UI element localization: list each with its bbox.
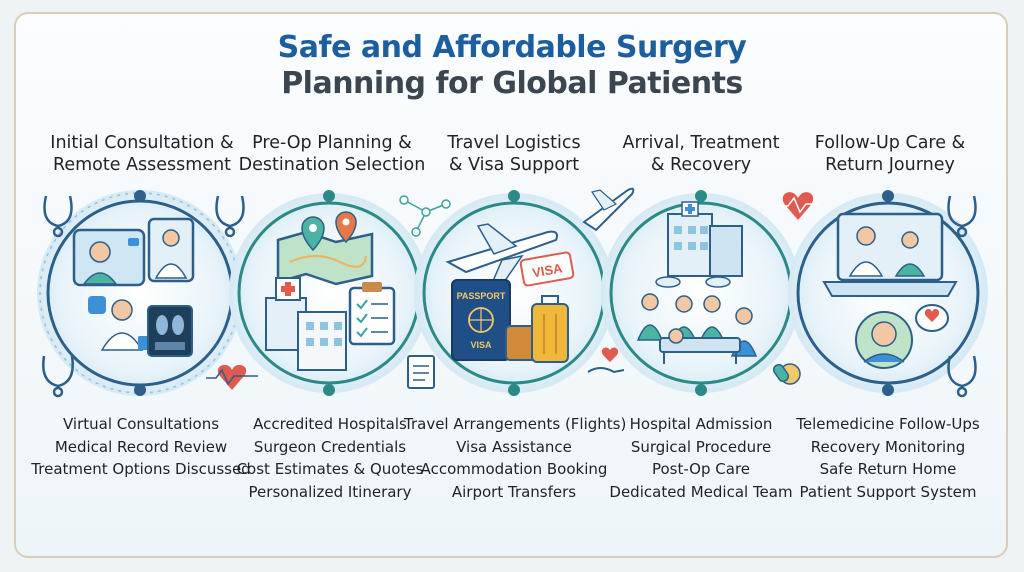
laptop-icon bbox=[822, 212, 958, 297]
phone-icon bbox=[88, 296, 106, 314]
step-4-feature-3: Post-Op Care bbox=[651, 460, 751, 478]
step-3-title: Travel Logistics & Visa Support bbox=[414, 132, 614, 176]
step-1-title-line-2: Remote Assessment bbox=[52, 155, 232, 175]
x-ray-icon bbox=[147, 305, 193, 357]
step-1-title-line-1: Initial Consultation & bbox=[50, 133, 234, 153]
step-5-feature-3: Safe Return Home bbox=[819, 460, 957, 478]
step-1-title: Initial Consultation & Remote Assessment bbox=[42, 132, 242, 176]
step-1-feature-1: Virtual Consultations bbox=[62, 415, 220, 433]
step-2-title-line-1: Pre-Op Planning & bbox=[252, 133, 412, 153]
step-4-circle bbox=[601, 190, 801, 396]
step-3-features: Travel Arrangements (Flights) Visa Assis… bbox=[404, 413, 627, 503]
step-1-feature-3: Treatment Options Discussed bbox=[31, 460, 251, 478]
step-2-feature-3: Cost Estimates & Quotes bbox=[236, 460, 424, 478]
document-icon bbox=[407, 355, 435, 389]
step-4-title-line-2: & Recovery bbox=[650, 155, 752, 175]
step-4-title: Arrival, Treatment & Recovery bbox=[601, 132, 801, 176]
step-2-feature-4: Personalized Itinerary bbox=[248, 482, 412, 501]
step-5-title-line-2: Return Journey bbox=[825, 155, 955, 175]
hospital-bed-icon bbox=[659, 328, 741, 364]
step-1-features: Virtual Consultations Medical Record Rev… bbox=[31, 413, 251, 481]
heart-bubble-icon bbox=[915, 304, 949, 332]
step-4-features: Hospital Admission Surgical Procedure Po… bbox=[591, 413, 811, 503]
title-line-1: Safe and Affordable Surgery bbox=[277, 30, 747, 65]
step-5-feature-1: Telemedicine Follow-Ups bbox=[796, 415, 980, 433]
step-3-title-line-1: Travel Logistics bbox=[447, 133, 581, 153]
step-2-circle bbox=[229, 190, 429, 396]
luggage-icon bbox=[505, 295, 569, 363]
step-1-circle bbox=[37, 190, 243, 396]
patient-icon bbox=[855, 311, 913, 369]
step-4-title-line-1: Arrival, Treatment bbox=[622, 133, 780, 153]
passport-icon: PASSPORT VISA bbox=[451, 279, 511, 361]
step-5-title-line-1: Follow-Up Care & bbox=[814, 133, 966, 153]
hand-heart-icon bbox=[587, 347, 625, 374]
step-3-feature-3: Accommodation Booking bbox=[420, 460, 608, 478]
medicine-icon bbox=[772, 363, 801, 385]
step-5-feature-2: Recovery Monitoring bbox=[810, 437, 966, 456]
stethoscope-icon bbox=[43, 195, 73, 238]
step-1-feature-2: Medical Record Review bbox=[54, 437, 228, 456]
stethoscope-icon bbox=[215, 195, 245, 238]
stethoscope-icon bbox=[42, 355, 74, 398]
stethoscope-icon bbox=[947, 195, 977, 238]
hospital-building-icon bbox=[667, 201, 743, 277]
video-call-icon bbox=[72, 228, 146, 287]
network-icon bbox=[399, 195, 451, 237]
step-5-circle bbox=[788, 190, 988, 396]
map-icon bbox=[276, 230, 374, 286]
visa-stamp-icon: VISA bbox=[519, 251, 575, 287]
step-3-feature-2: Visa Assistance bbox=[456, 437, 572, 456]
stethoscope-icon bbox=[947, 355, 977, 398]
step-2-feature-2: Surgeon Credentials bbox=[253, 437, 407, 456]
step-4-feature-4: Dedicated Medical Team bbox=[609, 482, 793, 501]
step-5-title: Follow-Up Care & Return Journey bbox=[790, 132, 990, 176]
step-2-title-line-2: Destination Selection bbox=[238, 155, 426, 175]
step-2-feature-1: Accredited Hospitals bbox=[253, 415, 407, 433]
hospital-icon bbox=[265, 277, 347, 371]
step-2-title: Pre-Op Planning & Destination Selection bbox=[232, 132, 432, 176]
location-pin-icon bbox=[301, 211, 357, 252]
title-line-2: Planning for Global Patients bbox=[281, 66, 743, 101]
step-3-feature-4: Airport Transfers bbox=[451, 482, 577, 501]
passport-visa-label: VISA bbox=[470, 340, 492, 350]
step-3-feature-1: Travel Arrangements (Flights) bbox=[404, 415, 627, 433]
heart-pulse-icon bbox=[778, 192, 818, 220]
passport-label: PASSPORT bbox=[457, 291, 506, 301]
step-3-title-line-2: & Visa Support bbox=[448, 155, 580, 175]
visa-stamp-label: VISA bbox=[531, 260, 564, 280]
step-5-feature-4: Patient Support System bbox=[799, 482, 977, 501]
step-4-feature-2: Surgical Procedure bbox=[630, 437, 772, 456]
step-4-feature-1: Hospital Admission bbox=[629, 415, 773, 433]
step-2-features: Accredited Hospitals Surgeon Credentials… bbox=[220, 413, 440, 503]
heart-pulse-icon bbox=[206, 364, 258, 390]
doctor-video-icon bbox=[147, 217, 195, 283]
airplane-icon bbox=[582, 187, 635, 232]
clipboard-icon bbox=[348, 282, 396, 346]
step-3-circle: VISA PASSPORT VISA bbox=[414, 190, 614, 396]
step-5-features: Telemedicine Follow-Ups Recovery Monitor… bbox=[778, 413, 998, 503]
